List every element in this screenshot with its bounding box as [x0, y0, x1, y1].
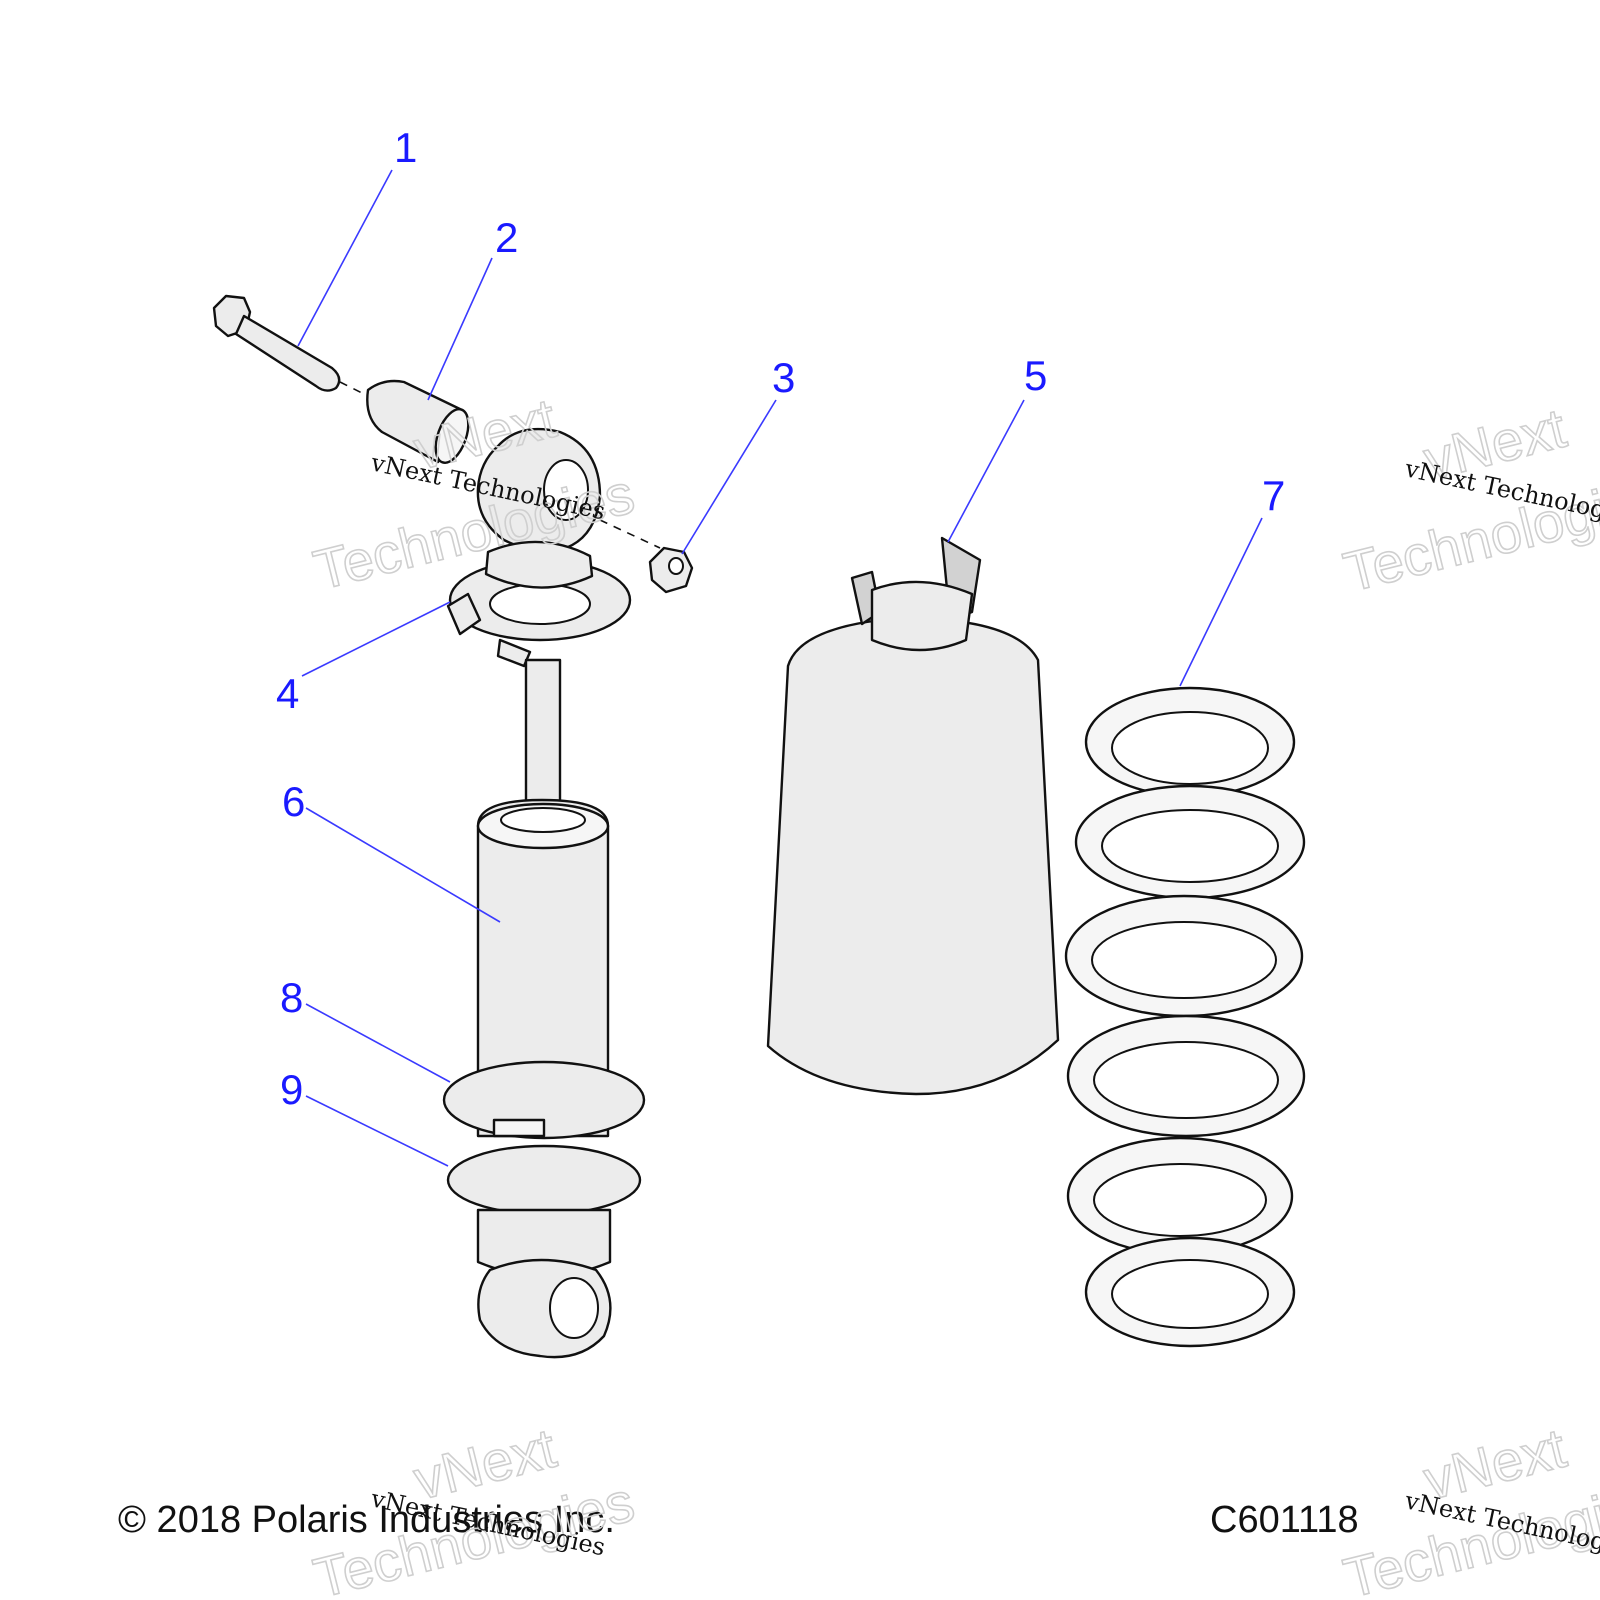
part-shock-body[interactable] — [476, 798, 610, 1138]
callout-9: 9 — [280, 1066, 303, 1113]
part-shock-lower-eye — [477, 1258, 612, 1359]
callout-8: 8 — [280, 974, 303, 1021]
callout-1: 1 — [394, 124, 417, 171]
leader-lines — [297, 169, 1263, 1167]
callout-4: 4 — [276, 670, 299, 717]
callout-2: 2 — [495, 214, 518, 261]
callout-3: 3 — [772, 354, 795, 401]
part-shock-shaft — [524, 658, 562, 822]
part-shock-boot[interactable] — [766, 536, 1060, 1096]
part-spacer[interactable] — [366, 379, 474, 467]
callout-7: 7 — [1262, 472, 1285, 519]
part-shock-upper-eye — [476, 427, 661, 552]
part-nut[interactable] — [648, 546, 694, 594]
callout-6: 6 — [282, 778, 305, 825]
callout-labels: 1 2 3 4 5 6 7 8 9 — [276, 124, 1285, 1113]
watermark-upper-right: vNext Technologies vNext Technologies — [1337, 395, 1600, 604]
part-spring-retainer[interactable] — [446, 540, 632, 668]
copyright-text: © 2018 Polaris Industries Inc. — [118, 1499, 615, 1541]
part-coil-spring[interactable] — [1064, 686, 1306, 1348]
watermark-bottom-right: vNext Technologies vNext Technologies — [1337, 1415, 1600, 1600]
figure-code: C601118 — [1210, 1499, 1359, 1541]
part-lower-spring-seat[interactable] — [442, 1060, 646, 1278]
callout-5: 5 — [1024, 352, 1047, 399]
part-bolt[interactable] — [212, 294, 373, 399]
